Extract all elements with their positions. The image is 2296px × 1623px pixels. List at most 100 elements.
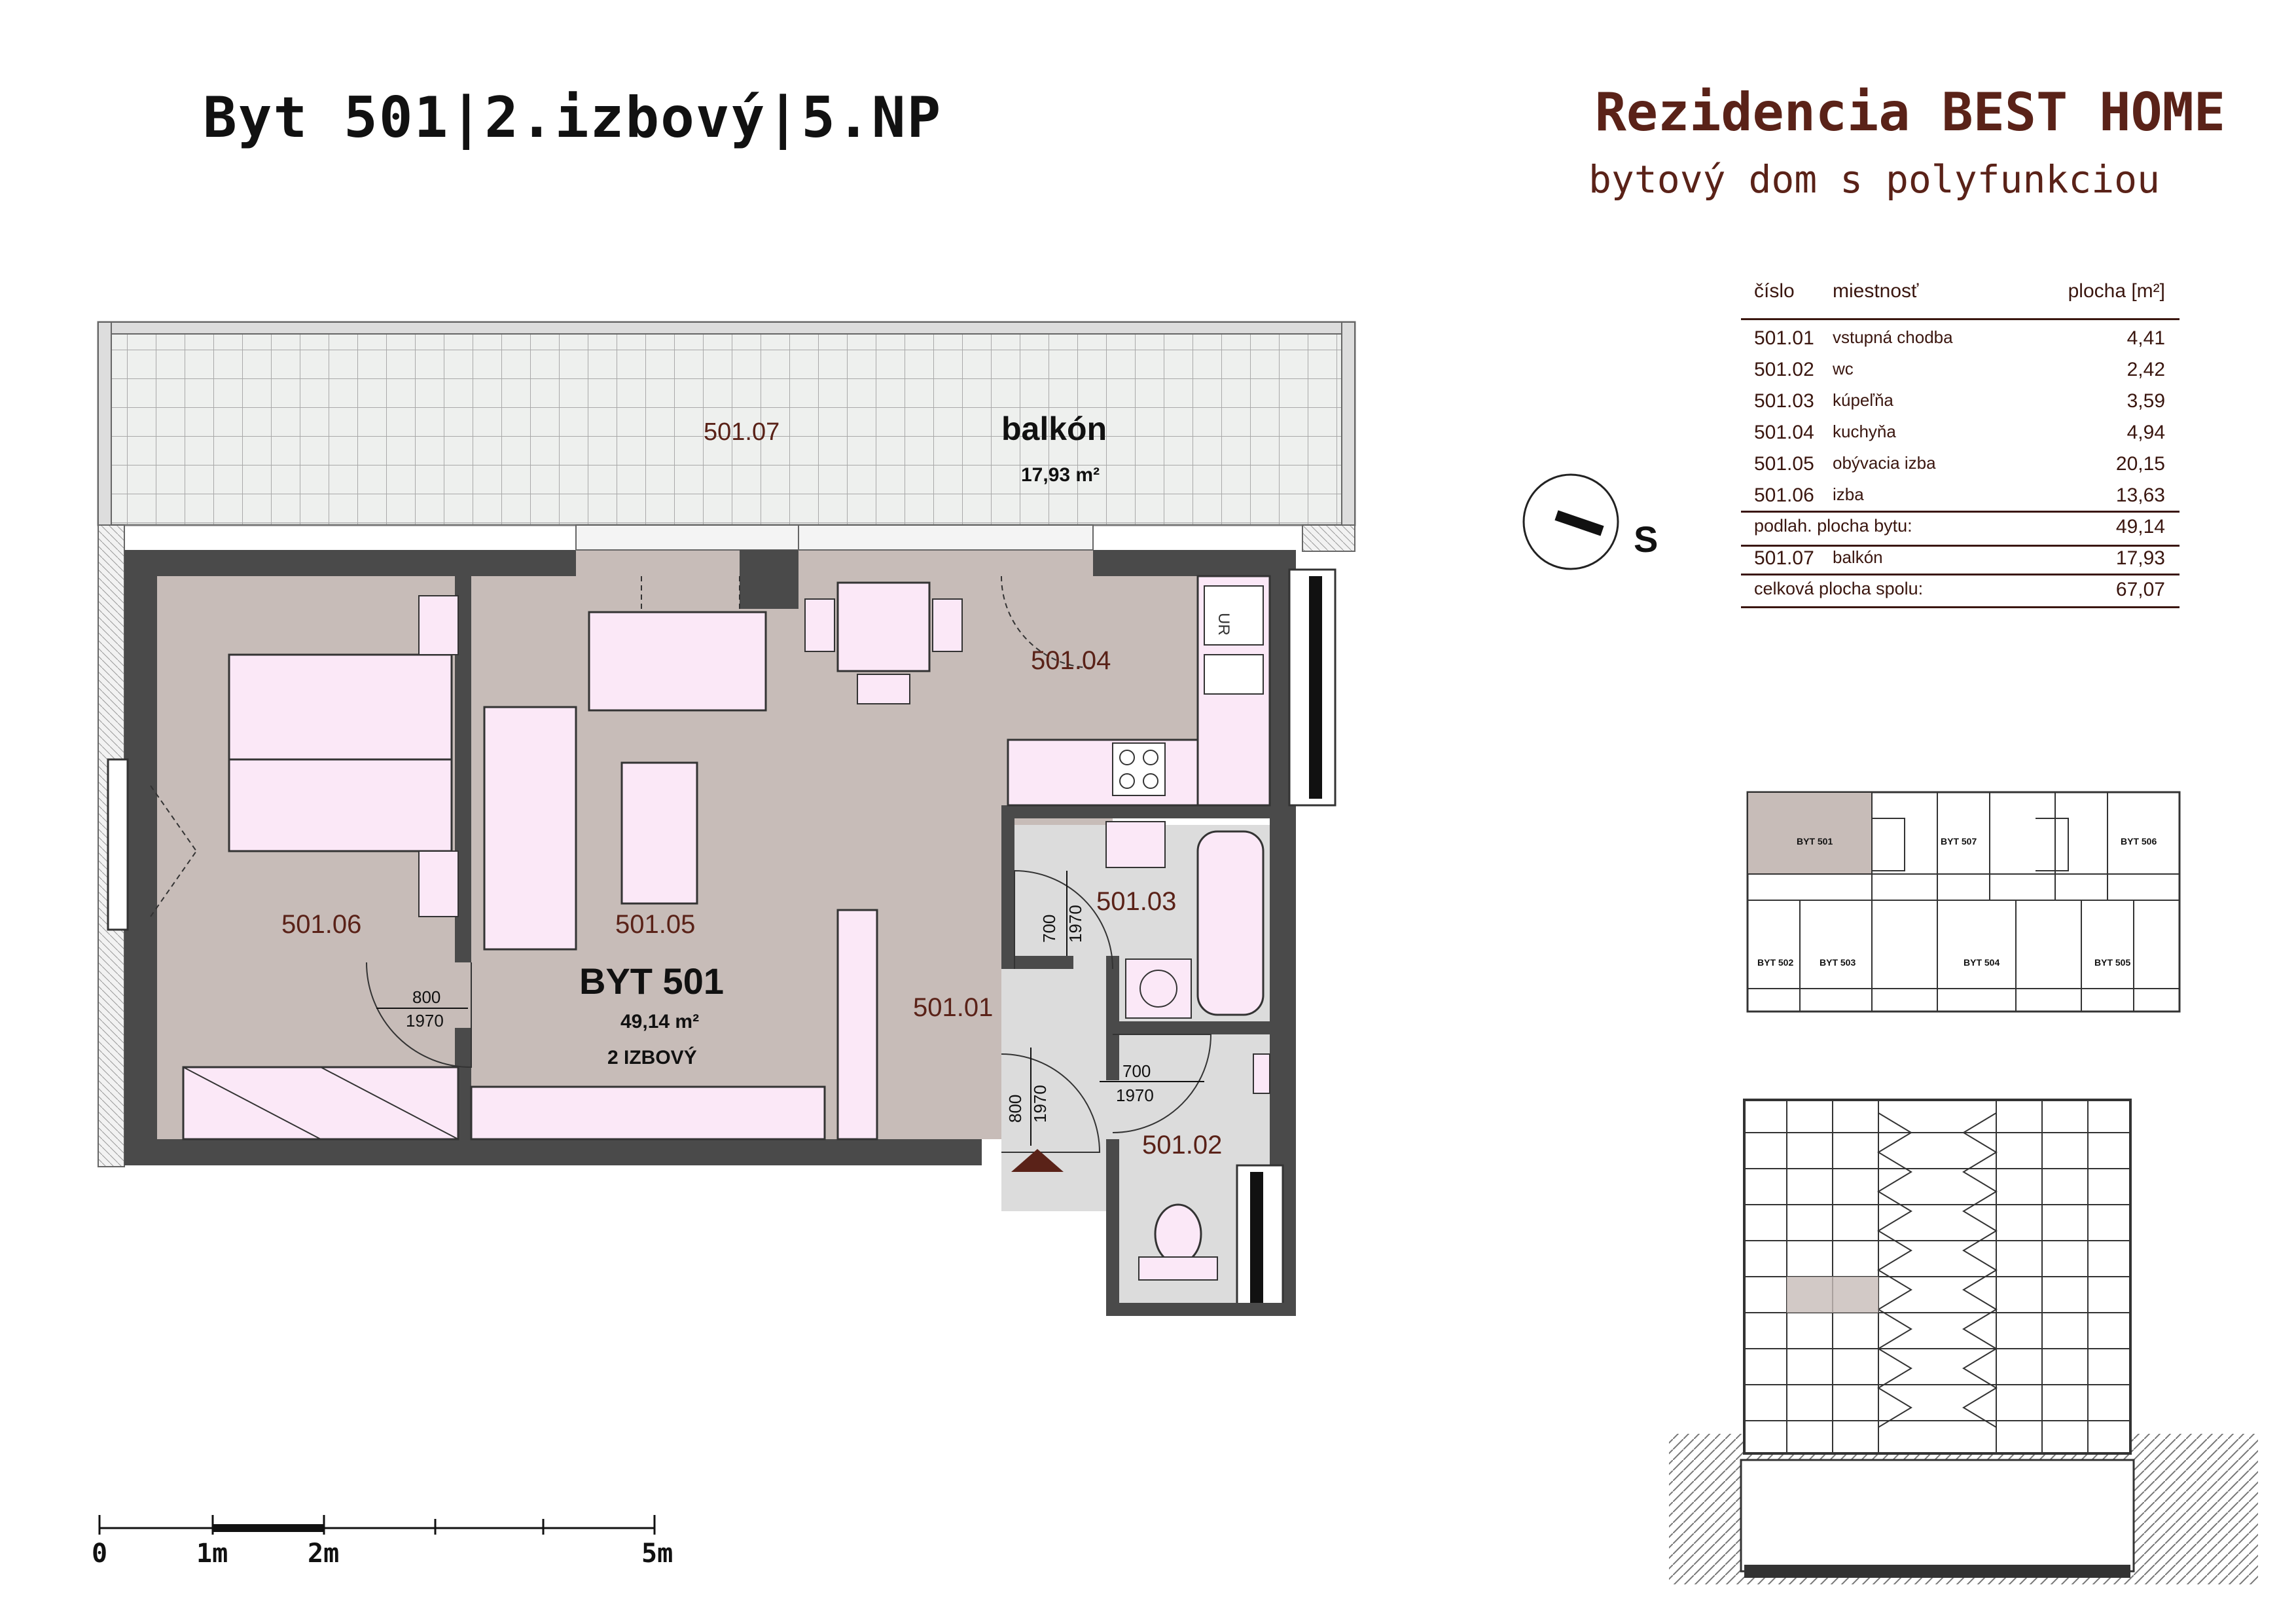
room-label-501-04: 501.04 [1031, 646, 1111, 675]
scale-label: 2m [308, 1539, 340, 1569]
door-width-tag: 800 [412, 987, 440, 1007]
utility-label: UR [1215, 613, 1232, 636]
row-number: 501.01 [1754, 327, 1814, 349]
room-label-501-03: 501.03 [1096, 887, 1176, 916]
balcony-name: balkón [1001, 410, 1107, 447]
washing-machine-icon [1125, 958, 1192, 1019]
row-number: 501.05 [1754, 453, 1814, 475]
balcony-number: 501.07 [704, 418, 780, 446]
hob-icon [1112, 742, 1166, 796]
sofa [483, 706, 577, 951]
door-height-tag: 1970 [406, 1011, 444, 1030]
door-swing [1014, 869, 1113, 970]
door-width-tag: 700 [1039, 915, 1059, 943]
row-room: izba [1833, 484, 1864, 504]
keyplan-label: BYT 505 [2094, 957, 2130, 968]
building-section [1669, 1099, 2258, 1584]
bathtub-icon [1196, 830, 1265, 1016]
window [575, 524, 799, 551]
floor-plan: UR 501.07 balkón 17,93 m² 501.04 501.06 … [97, 321, 1356, 1316]
balcony-row: 501.07 balkón 17,93 [1741, 547, 2186, 579]
wc-basin-icon [1253, 1053, 1270, 1094]
row-room: vstupná chodba [1833, 327, 1953, 347]
row-room: wc [1833, 359, 1854, 378]
keyplan-label: BYT 503 [1820, 957, 1856, 968]
wardrobe [182, 1066, 459, 1140]
entrance-arrow-icon [1011, 1149, 1064, 1172]
scale-label: 1m [196, 1539, 228, 1569]
door-swing [1001, 1053, 1101, 1153]
door-height-tag: 1970 [1116, 1085, 1154, 1105]
scale-label: 0 [92, 1539, 108, 1569]
key-plan: BYT 501 BYT 507 BYT 506 BYT 502 BYT 503 … [1746, 791, 2181, 1013]
compass-needle-icon [1554, 510, 1604, 536]
row-number: 501.04 [1754, 422, 1814, 443]
hall-wardrobe [836, 909, 878, 1140]
fridge-icon [1204, 585, 1264, 646]
row-area: 13,63 [2115, 484, 2165, 506]
room-label-501-06: 501.06 [281, 910, 361, 939]
window [107, 758, 129, 931]
unit-type: 2 IZBOVÝ [607, 1046, 697, 1068]
total-area-row: celková plocha spolu: 67,07 [1741, 579, 2186, 610]
highlighted-floor [1787, 1277, 1878, 1313]
floor-area-value: 49,14 [2115, 516, 2165, 538]
brand-name: Rezidencia BEST HOME [1594, 82, 2225, 143]
page-title: Byt 501|2.izbový|5.NP [203, 85, 942, 151]
door-swing [366, 962, 472, 1068]
table-row: 501.06 izba 13,63 [1741, 484, 2186, 516]
door-width-tag: 700 [1122, 1061, 1151, 1081]
dining-table [836, 581, 931, 672]
washbasin-icon [1105, 821, 1166, 868]
row-room: kúpeľňa [1833, 390, 1893, 410]
row-room: balkón [1833, 547, 1883, 567]
room-label-501-02: 501.02 [1142, 1131, 1222, 1159]
tv-unit [470, 1085, 826, 1140]
sink-icon [1204, 654, 1264, 695]
row-number: 501.07 [1754, 547, 1814, 569]
row-area: 17,93 [2115, 547, 2165, 569]
col-room-header: miestnosť [1833, 280, 1919, 302]
keyplan-label: BYT 501 [1797, 836, 1833, 847]
room-label-501-05: 501.05 [615, 910, 695, 939]
total-area-value: 67,07 [2115, 579, 2165, 600]
bed [228, 758, 453, 852]
scale-label: 5m [641, 1539, 673, 1569]
brand-subtitle: bytový dom s polyfunkciou [1588, 157, 2160, 202]
unit-area: 49,14 m² [620, 1011, 699, 1032]
row-area: 4,94 [2126, 422, 2165, 443]
toilet-icon [1154, 1203, 1202, 1265]
row-room: kuchyňa [1833, 422, 1896, 441]
highlighted-unit [1747, 792, 1873, 875]
keyplan-label: BYT 504 [1964, 957, 2000, 968]
keyplan-label: BYT 502 [1757, 957, 1793, 968]
keyplan-label: BYT 507 [1941, 836, 1977, 847]
row-area: 2,42 [2126, 359, 2165, 380]
row-area: 3,59 [2126, 390, 2165, 412]
row-number: 501.06 [1754, 484, 1814, 506]
area-table: číslo miestnosť plocha [m²] 501.01 vstupn… [1741, 280, 2186, 610]
row-room: obývacia izba [1833, 453, 1936, 473]
table-row: 501.04 kuchyňa 4,94 [1741, 422, 2186, 453]
row-area: 4,41 [2126, 327, 2165, 349]
window [798, 524, 1094, 551]
area-table-header: číslo miestnosť plocha [m²] [1741, 280, 2186, 319]
col-number-header: číslo [1754, 280, 1795, 302]
balcony-area: 17,93 m² [1021, 464, 1100, 486]
table-row: 501.01 vstupná chodba 4,41 [1741, 327, 2186, 359]
door-height-tag: 1970 [1030, 1085, 1050, 1123]
room-label-501-01: 501.01 [913, 993, 993, 1022]
compass: S [1522, 473, 1658, 570]
keyplan-label: BYT 506 [2121, 836, 2157, 847]
scale-bar: 0 1m 2m 5m [92, 1499, 681, 1578]
door-swing [1112, 1034, 1212, 1133]
compass-label: S [1634, 519, 1658, 560]
floor-area-label: podlah. plocha bytu: [1754, 516, 1912, 536]
col-area-header: plocha [m²] [2068, 280, 2165, 302]
sofa [588, 611, 767, 712]
floor-area-row: podlah. plocha bytu: 49,14 [1741, 516, 2186, 547]
total-area-label: celková plocha spolu: [1754, 579, 1924, 598]
